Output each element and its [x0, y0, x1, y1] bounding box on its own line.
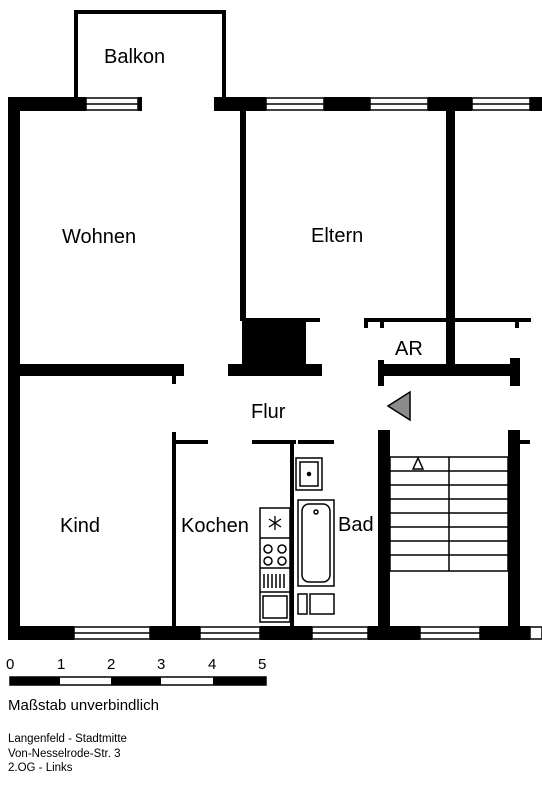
entrance-arrow-icon: [386, 390, 411, 422]
scale-tick-2: 2: [107, 656, 115, 673]
snowflake-icon: [268, 516, 282, 530]
scale-tick-3: 3: [157, 656, 165, 673]
address-line-floor: 2.OG - Links: [8, 762, 73, 774]
scale-tick-1: 1: [57, 656, 65, 673]
balcony: [74, 10, 226, 98]
scale-tick-4: 4: [208, 656, 216, 673]
bathroom-fixtures: [295, 457, 335, 615]
room-label-kochen: Kochen: [181, 515, 249, 537]
staircase: [389, 456, 509, 572]
address-line-street: Von-Nesselrode-Str. 3: [8, 747, 121, 760]
scale-caption: Maßstab unverbindlich: [8, 697, 159, 714]
room-label-flur: Flur: [251, 401, 286, 423]
room-label-eltern: Eltern: [311, 225, 363, 247]
room-label-bad: Bad: [338, 514, 374, 536]
windows: [73, 97, 542, 640]
room-label-kind: Kind: [60, 515, 100, 537]
room-label-ar: AR: [395, 338, 423, 360]
scale-tick-0: 0: [6, 656, 14, 673]
interior-walls: [20, 111, 531, 626]
room-label-balkon: Balkon: [104, 46, 165, 68]
scale-bar: [9, 676, 267, 686]
room-label-wohnen: Wohnen: [62, 226, 136, 248]
scale-tick-5: 5: [258, 656, 266, 673]
address-line-city: Langenfeld - Stadtmitte: [8, 733, 127, 745]
stair-direction-icon: [411, 456, 425, 470]
outer-walls: [8, 97, 542, 640]
address-block: Langenfeld - Stadtmitte Von-Nesselrode-S…: [8, 732, 127, 776]
